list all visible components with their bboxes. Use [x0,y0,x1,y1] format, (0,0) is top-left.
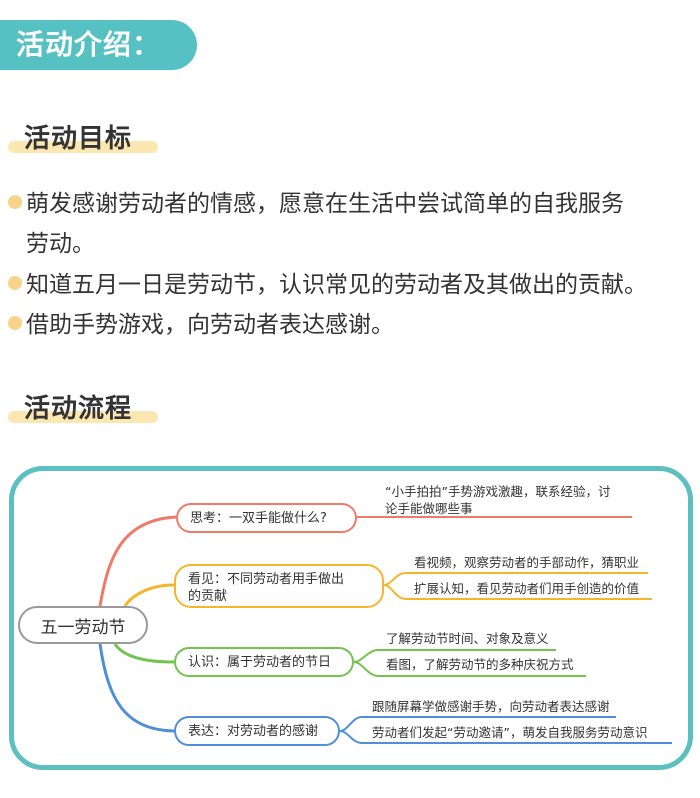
branch-node-express: 表达：对劳动者的感谢 [174,716,340,746]
leaf-text: “小手拍拍”手势游戏激趣，联系经验，讨 [385,484,611,499]
branch-node-see: 看见：不同劳动者用手做出 的贡献 [174,564,384,608]
leaf-text-continued: 论手能做哪些事 [385,501,473,516]
leaf-text: 看视频，观察劳动者的手部动作，猜职业 [414,555,640,570]
bullet-dot-icon [8,195,22,209]
connector-express [98,643,175,733]
branch-label: 看见：不同劳动者用手做出 [188,572,345,587]
branch-node-think: 思考：一双手能做什么? [176,503,357,533]
leaf-text: 跟随屏幕学做感谢手势，向劳动者表达感谢 [372,699,610,714]
bullet-dot-icon [8,276,22,290]
goal-item-1: 萌发感谢劳动者的情感，愿意在生活中尝试简单的自我服务 劳动。 [8,184,698,264]
detail-line-know-2 [353,661,586,677]
leaf-think-1: “小手拍拍”手势游戏激趣，联系经验，讨 论手能做哪些事 [385,483,610,517]
leaf-see-1: 看视频，观察劳动者的手部动作，猜职业 [414,554,639,571]
leaf-text: 扩展认知，看见劳动者们用手创造的价值 [414,581,640,596]
branch-node-know: 认识：属于劳动者的节日 [174,647,354,677]
process-heading: 活动流程 [8,388,159,425]
goals-heading-text: 活动目标 [24,124,133,154]
leaf-text: 劳动者们发起“劳动邀请”，萌发自我服务劳动意识 [372,725,648,740]
branch-label: 表达：对劳动者的感谢 [188,723,319,739]
leaf-express-1: 跟随屏幕学做感谢手势，向劳动者表达感谢 [372,698,610,715]
branch-label-continued: 的贡献 [188,589,228,604]
goal-item-2: 知道五月一日是劳动节，认识常见的劳动者及其做出的贡献。 [8,265,698,305]
goal-item-text-continued: 劳动。 [26,231,95,257]
section-banner-title: 活动介绍： [0,20,197,70]
detail-line-express-2 [339,730,672,744]
leaf-see-2: 扩展认知，看见劳动者们用手创造的价值 [414,580,639,597]
leaf-text: 了解劳动节时间、对象及意义 [386,631,549,646]
leaf-express-2: 劳动者们发起“劳动邀请”，萌发自我服务劳动意识 [372,724,647,741]
branch-label: 思考：一双手能做什么? [190,510,327,526]
connector-think [98,515,177,607]
goal-item-3: 借助手势游戏，向劳动者表达感谢。 [8,305,698,345]
bullet-dot-icon [8,316,22,330]
goals-heading: 活动目标 [8,118,159,155]
detail-line-see-2 [383,584,652,600]
process-heading-text: 活动流程 [24,394,133,424]
mindmap-root-node: 五一劳动节 [18,606,148,644]
connector-see [123,583,175,607]
connector-know [113,643,175,664]
goal-item-text: 知道五月一日是劳动节，认识常见的劳动者及其做出的贡献。 [26,272,647,298]
leaf-know-1: 了解劳动节时间、对象及意义 [386,630,549,647]
leaf-know-2: 看图，了解劳动节的多种庆祝方式 [386,656,574,673]
branch-label: 认识：属于劳动者的节日 [188,654,332,670]
leaf-text: 看图，了解劳动节的多种庆祝方式 [386,657,574,672]
goal-item-text: 借助手势游戏，向劳动者表达感谢。 [26,312,394,338]
goal-item-text: 萌发感谢劳动者的情感，愿意在生活中尝试简单的自我服务 [26,191,624,217]
